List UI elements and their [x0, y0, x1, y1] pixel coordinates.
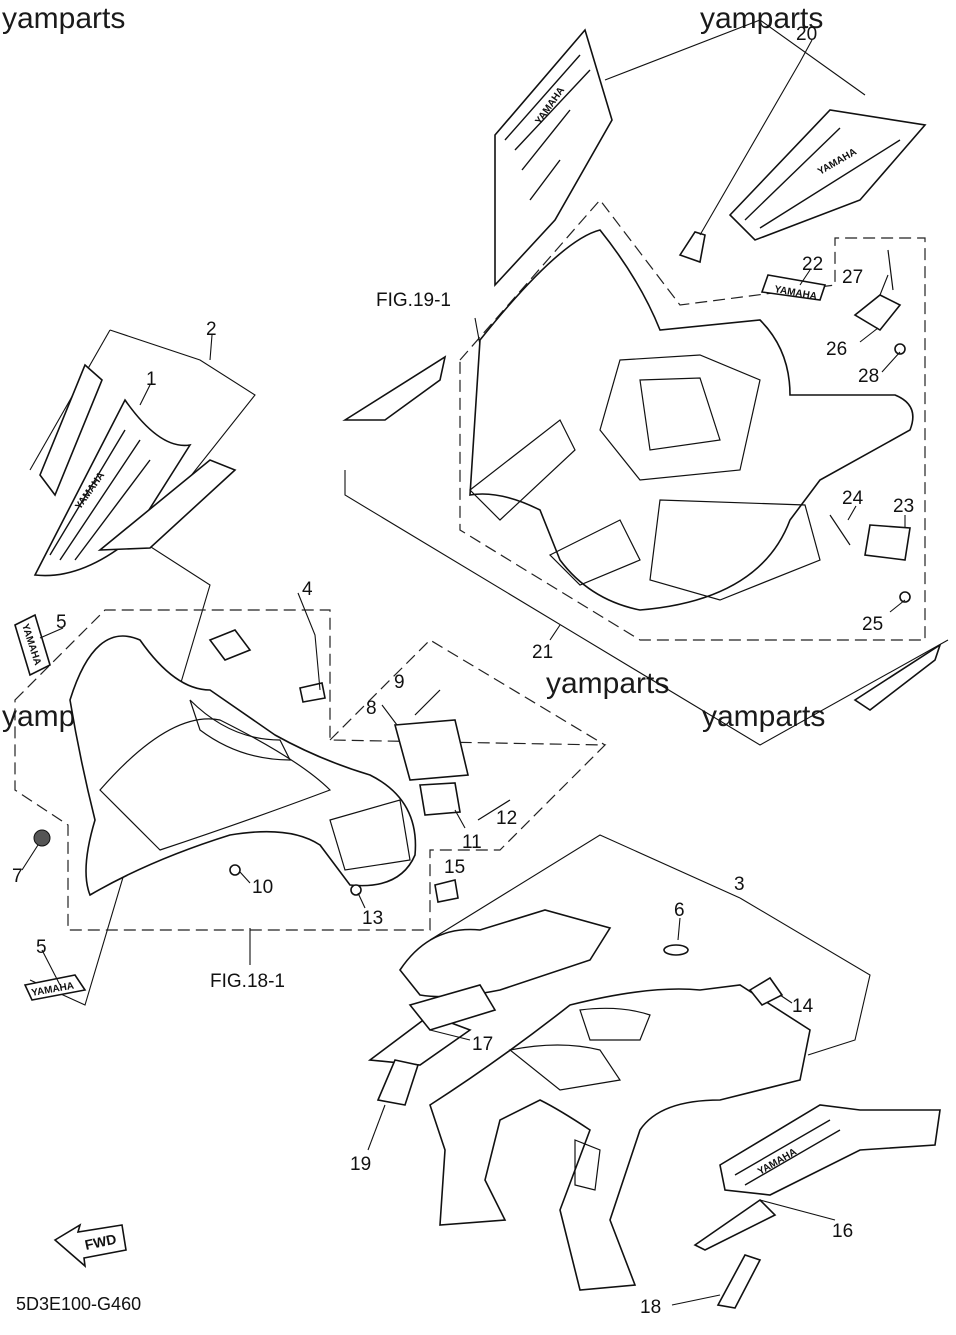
nut-13: [350, 884, 362, 896]
callout-28: 28: [858, 366, 879, 387]
callout-24: 24: [842, 488, 864, 509]
yamaha-emblem-5-bottom: [23, 974, 87, 1001]
emblem-18: [716, 1254, 762, 1309]
plate-26: [853, 294, 902, 332]
side-cover-group: YAMAHA: [367, 834, 941, 1309]
yamaha-emblem-5-top: [14, 613, 51, 677]
rivet-24: [829, 514, 851, 546]
rear-right-decal: [728, 109, 927, 241]
decal-19: [376, 1059, 420, 1106]
forward-arrow: FWD: [53, 1223, 127, 1268]
emblem-6: [663, 944, 689, 956]
callout-3: 3: [734, 874, 745, 895]
cover-4-b: [299, 682, 326, 703]
callout-25: 25: [862, 614, 883, 635]
cover-4-a: [208, 629, 252, 661]
nut-28: [894, 343, 906, 355]
side-cover: [429, 984, 811, 1291]
front-decal-right-strip: [97, 459, 237, 551]
callout-8: 8: [366, 698, 377, 719]
decal-14: [748, 976, 784, 1007]
nut-10: [229, 864, 241, 876]
side-reflector: [853, 643, 942, 711]
item-15: [434, 879, 459, 903]
callout-20: 20: [796, 24, 817, 45]
plate-8: [393, 719, 469, 781]
yamaha-emblem-22: [760, 274, 827, 301]
decal-17-b: [408, 984, 497, 1031]
tank-decal-top: [399, 909, 612, 998]
side-decal-16-lower: [693, 1198, 777, 1251]
callout-5-top: 5: [56, 612, 67, 633]
side-decal-16: [719, 1104, 941, 1196]
rivet-9: [414, 689, 441, 716]
callout-26: 26: [826, 339, 847, 360]
callout-1: 1: [146, 369, 157, 390]
callout-21: 21: [532, 642, 553, 663]
callout-16: 16: [832, 1221, 853, 1242]
callout-12: 12: [496, 808, 517, 829]
watermark-top-right: yamparts: [700, 2, 823, 35]
group-outline-21: [344, 470, 949, 746]
grommet-7: [33, 829, 51, 847]
fwd-label: FWD: [83, 1231, 118, 1253]
fig-18-1-boundary: [14, 609, 607, 931]
rear-small-emblem: [678, 231, 706, 264]
callout-15: 15: [444, 857, 465, 878]
callout-13: 13: [362, 908, 383, 929]
callout-7: 7: [12, 866, 23, 887]
rear-fender-group: YAMAHA YAMAHA YAMAHA: [342, 19, 949, 746]
rivet-27: [887, 249, 894, 291]
callout-6: 6: [674, 900, 685, 921]
rear-fender: [469, 229, 914, 611]
callout-17: 17: [472, 1034, 493, 1055]
group-outline-20: [604, 19, 866, 96]
callout-4: 4: [302, 579, 313, 600]
callout-14: 14: [792, 996, 814, 1017]
callout-27: 27: [842, 267, 863, 288]
callout-10: 10: [252, 877, 273, 898]
front-decal-left-strip: [39, 363, 103, 497]
watermark-top-left: yamparts: [2, 2, 125, 35]
front-decal-1: [33, 398, 192, 577]
rear-left-decal: [494, 28, 613, 288]
group-outline-3: [739, 897, 871, 1056]
front-fender: [69, 635, 417, 897]
callout-2: 2: [206, 319, 217, 340]
plate-11: [419, 782, 461, 816]
watermark-right: yamparts: [702, 700, 825, 733]
callout-11: 11: [462, 832, 482, 853]
fig-19-1-boundary: [459, 199, 926, 641]
nut-25: [899, 591, 911, 603]
callout-5-bottom: 5: [36, 937, 47, 958]
callout-9: 9: [394, 672, 405, 693]
rivet-12: [477, 799, 511, 821]
callout-18: 18: [640, 1297, 661, 1318]
callout-23: 23: [893, 496, 914, 517]
callout-19: 19: [350, 1154, 371, 1175]
plate-23: [864, 524, 911, 561]
watermark-middle: yamparts: [546, 667, 669, 700]
fig-18-1-label: FIG.18-1: [210, 971, 285, 992]
fig-19-1-label: FIG.19-1: [376, 290, 451, 311]
diagram-code: 5D3E100-G460: [16, 1294, 141, 1314]
front-fender-group: YAMAHA YAMAHA YAMAHA: [14, 329, 607, 1006]
callout-22: 22: [802, 254, 823, 275]
left-reflector: [342, 355, 447, 421]
